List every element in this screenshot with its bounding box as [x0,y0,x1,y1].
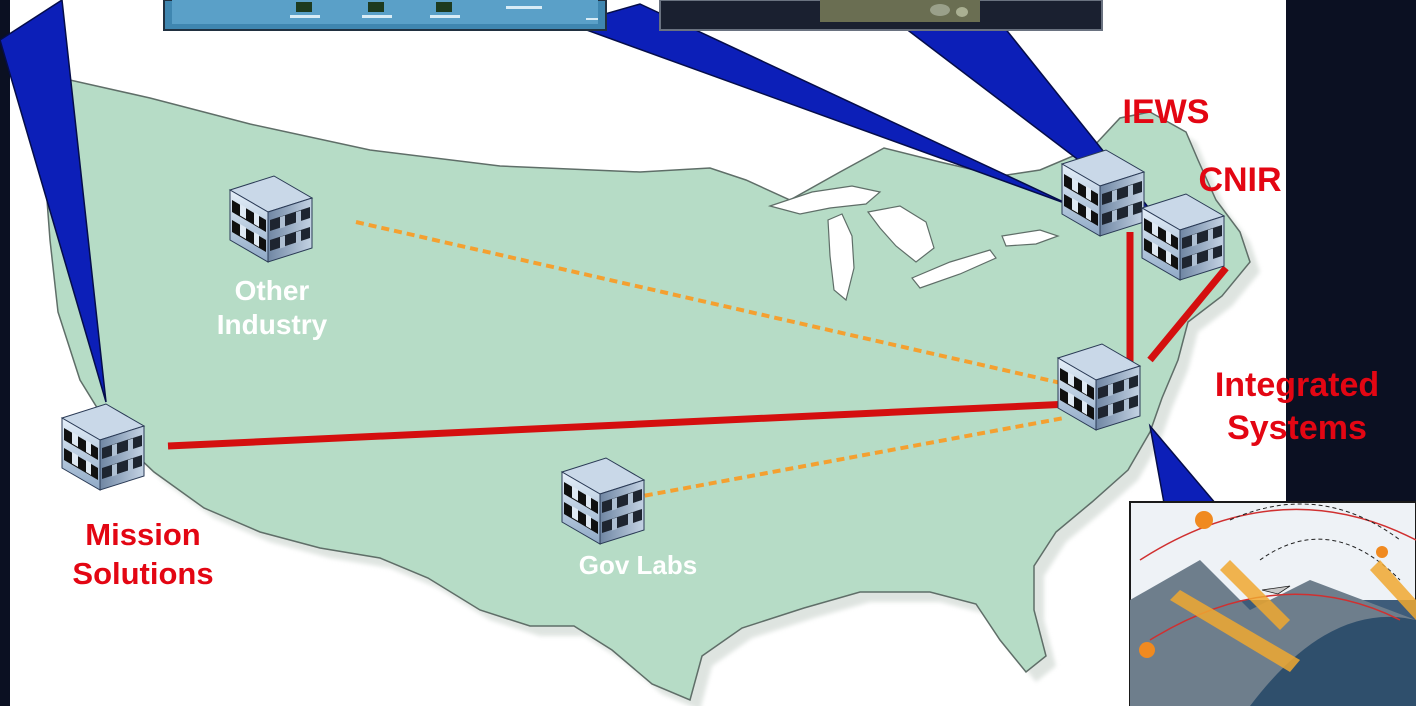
label-iews: IEWS [1086,92,1246,133]
label-cnir-text: CNIR [1180,160,1300,201]
label-gov-labs: Gov Labs [548,550,728,581]
label-other-industry-line2: Industry [192,308,352,342]
label-other-industry-line1: Other [192,274,352,308]
label-other-industry: Other Industry [192,274,352,341]
label-mission-solutions: Mission Solutions [30,516,256,594]
label-iews-text: IEWS [1086,92,1246,133]
label-integrated-systems: Integrated Systems [1188,364,1406,449]
inset-image-bottom-right [1130,502,1416,706]
label-cnir: CNIR [1180,160,1300,201]
inset-image-top-right [660,0,1102,30]
label-integrated-systems-line2: Systems [1188,407,1406,450]
label-gov-labs-text: Gov Labs [548,550,728,581]
label-mission-solutions-line2: Solutions [30,555,256,594]
inset-image-top-left [164,0,606,30]
label-integrated-systems-line1: Integrated [1188,364,1406,407]
label-mission-solutions-line1: Mission [30,516,256,555]
